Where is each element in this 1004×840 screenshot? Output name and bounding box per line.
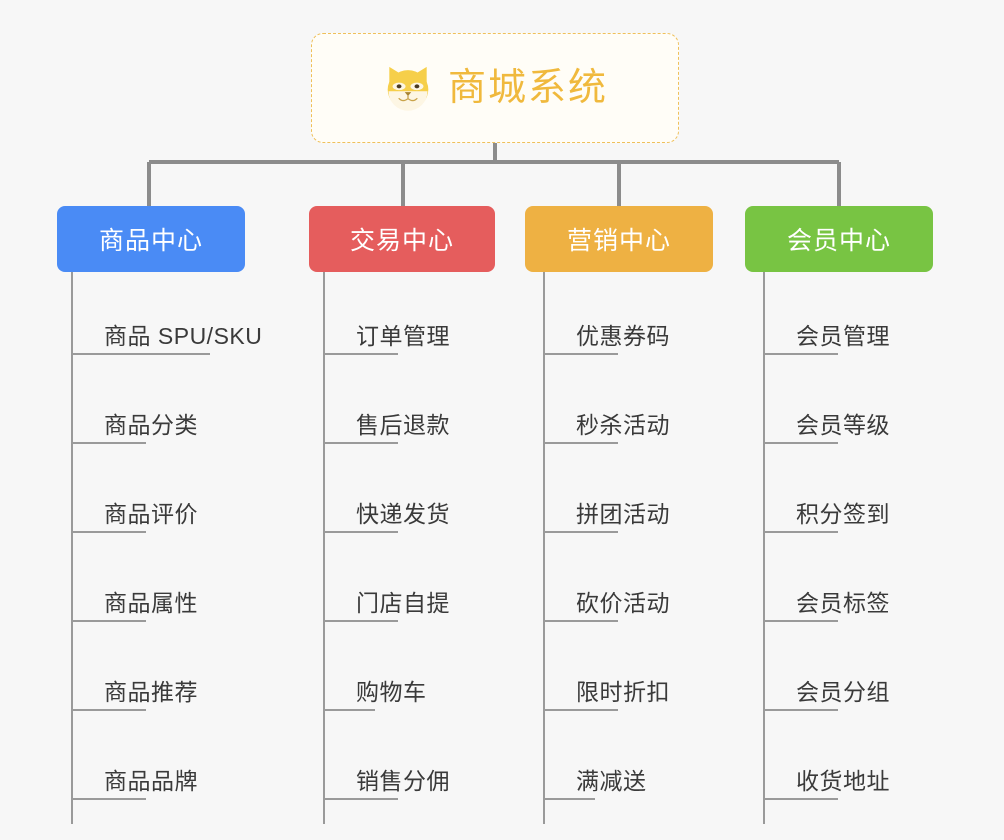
branch-items-column-2: 优惠券码 秒杀活动 拼团活动 砍价活动 限时折扣 满减送: [543, 272, 773, 824]
leaf-item[interactable]: 商品属性: [71, 539, 301, 628]
branch-header-交易中心[interactable]: 交易中心: [309, 206, 495, 272]
leaf-item-label: 会员管理: [763, 323, 904, 355]
branch-header-label: 会员中心: [786, 227, 891, 255]
leaf-item-rule: [763, 442, 838, 444]
branch-header-label: 商品中心: [98, 227, 203, 255]
branch-header-label: 营销中心: [566, 227, 671, 255]
leaf-item-label: 会员标签: [763, 590, 904, 622]
leaf-item[interactable]: 商品推荐: [71, 628, 301, 717]
leaf-item-rule: [543, 531, 618, 533]
leaf-item-rule: [763, 798, 838, 800]
branch-trunk-line: [71, 272, 73, 824]
shiba-dog-face-icon: [387, 66, 429, 111]
leaf-item[interactable]: 会员分组: [763, 628, 993, 717]
leaf-item-label: 购物车: [323, 679, 441, 711]
leaf-item[interactable]: 满减送: [543, 717, 773, 806]
leaf-item[interactable]: 商品分类: [71, 361, 301, 450]
leaf-item-rule: [323, 620, 398, 622]
leaf-item-label: 限时折扣: [543, 679, 684, 711]
leaf-item-rule: [543, 353, 618, 355]
leaf-item-label: 砍价活动: [543, 590, 684, 622]
leaf-item-rule: [71, 709, 146, 711]
leaf-item-rule: [323, 353, 398, 355]
branch-trunk-line: [763, 272, 765, 824]
branch-header-商品中心[interactable]: 商品中心: [57, 206, 245, 272]
leaf-item-rule: [71, 798, 146, 800]
leaf-item-label: 售后退款: [323, 412, 464, 444]
leaf-item-rule: [323, 531, 398, 533]
leaf-item[interactable]: 优惠券码: [543, 272, 773, 361]
leaf-item[interactable]: 砍价活动: [543, 539, 773, 628]
leaf-item-label: 收货地址: [763, 768, 904, 800]
branch-trunk-line: [543, 272, 545, 824]
branch-header-会员中心[interactable]: 会员中心: [745, 206, 933, 272]
leaf-item-label: 秒杀活动: [543, 412, 684, 444]
leaf-item-rule: [763, 620, 838, 622]
branch-trunk-line: [323, 272, 325, 824]
leaf-item-rule: [763, 531, 838, 533]
branch-header-营销中心[interactable]: 营销中心: [525, 206, 713, 272]
leaf-item[interactable]: 商品品牌: [71, 717, 301, 806]
leaf-item-label: 商品 SPU/SKU: [71, 323, 276, 355]
leaf-item-label: 会员分组: [763, 679, 904, 711]
leaf-item-label: 商品评价: [71, 501, 212, 533]
leaf-item[interactable]: 会员管理: [763, 272, 993, 361]
leaf-item-label: 商品分类: [71, 412, 212, 444]
leaf-item[interactable]: 秒杀活动: [543, 361, 773, 450]
leaf-item-rule: [323, 798, 398, 800]
leaf-item[interactable]: 快递发货: [323, 450, 553, 539]
leaf-item-label: 商品推荐: [71, 679, 212, 711]
leaf-item-label: 销售分佣: [323, 768, 464, 800]
leaf-item-rule: [323, 442, 398, 444]
leaf-item-label: 优惠券码: [543, 323, 684, 355]
leaf-item[interactable]: 拼团活动: [543, 450, 773, 539]
root-node[interactable]: 商城系统: [311, 33, 679, 143]
leaf-item[interactable]: 会员标签: [763, 539, 993, 628]
leaf-item[interactable]: 购物车: [323, 628, 553, 717]
leaf-item-rule: [763, 709, 838, 711]
leaf-item-rule: [543, 442, 618, 444]
leaf-item[interactable]: 积分签到: [763, 450, 993, 539]
leaf-item-label: 订单管理: [323, 323, 464, 355]
root-title: 商城系统: [447, 67, 608, 109]
branch-items-column-0: 商品 SPU/SKU 商品分类 商品评价 商品属性 商品推荐 商品品牌: [71, 272, 301, 824]
leaf-item-rule: [543, 620, 618, 622]
leaf-item-label: 快递发货: [323, 501, 464, 533]
leaf-item-rule: [71, 620, 146, 622]
leaf-item-label: 积分签到: [763, 501, 904, 533]
leaf-item[interactable]: 限时折扣: [543, 628, 773, 717]
leaf-item-label: 会员等级: [763, 412, 904, 444]
leaf-item-label: 满减送: [543, 768, 661, 800]
leaf-item-label: 拼团活动: [543, 501, 684, 533]
branch-header-label: 交易中心: [349, 227, 454, 255]
leaf-item-rule: [763, 353, 838, 355]
leaf-item-rule: [71, 442, 146, 444]
leaf-item-rule: [543, 798, 595, 800]
leaf-item[interactable]: 商品 SPU/SKU: [71, 272, 301, 361]
leaf-item[interactable]: 销售分佣: [323, 717, 553, 806]
leaf-item-rule: [323, 709, 375, 711]
leaf-item-label: 商品属性: [71, 590, 212, 622]
leaf-item-label: 商品品牌: [71, 768, 212, 800]
branch-items-column-1: 订单管理 售后退款 快递发货 门店自提 购物车 销售分佣: [323, 272, 553, 824]
leaf-item-rule: [543, 709, 618, 711]
leaf-item[interactable]: 门店自提: [323, 539, 553, 628]
leaf-item-rule: [71, 353, 210, 355]
branch-items-column-3: 会员管理 会员等级 积分签到 会员标签 会员分组 收货地址: [763, 272, 993, 824]
leaf-item[interactable]: 售后退款: [323, 361, 553, 450]
leaf-item[interactable]: 商品评价: [71, 450, 301, 539]
leaf-item-rule: [71, 531, 146, 533]
leaf-item[interactable]: 订单管理: [323, 272, 553, 361]
leaf-item[interactable]: 会员等级: [763, 361, 993, 450]
leaf-item[interactable]: 收货地址: [763, 717, 993, 806]
leaf-item-label: 门店自提: [323, 590, 464, 622]
